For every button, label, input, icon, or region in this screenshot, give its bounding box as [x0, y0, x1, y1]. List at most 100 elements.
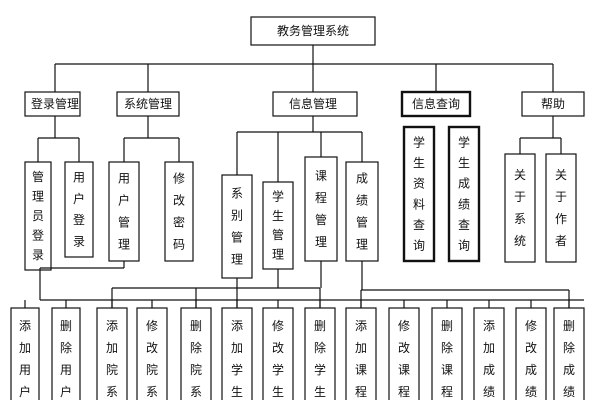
node-student-score-query-char: 查: [458, 218, 470, 232]
node-score-action-1-char: 改: [525, 341, 537, 355]
module-login-management: [24, 91, 81, 117]
node-student-action-2-char: 除: [314, 340, 326, 355]
node-about-author-char: 作: [555, 212, 567, 226]
node-student-management-char: 管: [272, 227, 284, 242]
node-score-action-1: [515, 307, 547, 400]
module-information-management-label: 信息管理: [289, 96, 337, 111]
node-department-management-char: 理: [231, 253, 243, 267]
node-department-management: [221, 174, 253, 279]
node-user-login-char: 用: [73, 171, 85, 185]
node-student-action-0-char: 学: [231, 362, 243, 377]
node-change-password: [164, 161, 194, 262]
node-user-action-1: [51, 307, 81, 400]
node-user-management: [108, 161, 140, 262]
node-user-management-char: 用: [118, 172, 130, 186]
node-course-action-1-char: 改: [398, 341, 410, 355]
node-student-action-1: [262, 307, 294, 400]
node-student-action-2-char: 生: [314, 385, 326, 399]
node-department-action-2: [180, 307, 212, 400]
node-student-management: [262, 181, 294, 270]
node-admin-login-char: 录: [32, 248, 44, 262]
node-student-info-query-char: 生: [413, 156, 425, 170]
node-user-action-1-char: 删: [60, 319, 72, 333]
module-system-management: [116, 91, 180, 117]
node-course-action-2-char: 除: [441, 340, 453, 355]
node-score-action-0-char: 添: [483, 319, 495, 333]
node-course-action-0-char: 程: [355, 384, 367, 399]
module-information-query-label: 信息查询: [412, 96, 460, 111]
node-admin-login-char: 登: [32, 228, 44, 243]
node-course-management: [304, 156, 338, 262]
node-student-management-char: 生: [272, 209, 284, 223]
node-department-action-0-char: 院: [106, 363, 118, 377]
node-admin-login-char: 员: [32, 209, 44, 223]
node-student-info-query-char: 资: [413, 177, 425, 191]
node-student-score-query: [447, 125, 481, 263]
node-score-action-2: [553, 307, 585, 400]
node-user-login-char: 录: [73, 234, 85, 248]
node-user-action-1-char: 除: [60, 340, 72, 355]
node-about-author-char: 者: [555, 234, 567, 248]
node-student-score-query-char: 询: [458, 239, 470, 253]
node-score-action-2-char: 绩: [563, 385, 575, 399]
node-change-password-char: 改: [173, 194, 185, 208]
node-department-action-2-char: 删: [190, 319, 202, 333]
node-admin-login-char: 理: [32, 189, 44, 203]
node-about-system-char: 关: [514, 168, 526, 182]
node-department-management-char: 管: [231, 230, 243, 245]
module-system-management-label: 系统管理: [124, 96, 172, 111]
node-score-action-2-char: 除: [563, 340, 575, 355]
node-about-author: [545, 153, 577, 263]
node-student-info-query-char: 学: [413, 134, 425, 149]
node-change-password-char: 修: [173, 171, 185, 186]
node-student-info-query-char: 询: [413, 239, 425, 253]
node-course-action-1-char: 程: [398, 384, 410, 399]
module-login-management-label: 登录管理: [31, 96, 79, 111]
node-score-action-2-char: 成: [563, 363, 575, 377]
node-score-action-1-char: 绩: [525, 385, 537, 399]
node-course-action-2-char: 课: [441, 363, 453, 377]
node-change-password-char: 密: [173, 215, 185, 230]
node-admin-login-char: 管: [32, 169, 44, 184]
node-student-action-2-char: 删: [314, 319, 326, 333]
node-student-info-query: [402, 125, 436, 263]
node-student-score-query-char: 成: [458, 177, 470, 191]
node-score-management-char: 管: [356, 215, 368, 230]
node-course-management-char: 理: [315, 235, 327, 249]
node-student-action-0-char: 添: [231, 319, 243, 333]
module-help: [521, 91, 585, 117]
node-user-action-0-char: 户: [19, 384, 31, 399]
node-user-action-0-char: 加: [19, 341, 31, 355]
node-admin-login: [24, 161, 52, 271]
node-user-management-char: 户: [118, 193, 130, 208]
node-student-action-2-char: 学: [314, 362, 326, 377]
node-student-info-query-char: 料: [413, 197, 425, 211]
node-user-login-char: 户: [73, 191, 85, 206]
node-course-action-1-char: 修: [398, 318, 410, 333]
node-about-system: [504, 153, 536, 263]
node-user-management-char: 管: [118, 215, 130, 230]
node-department-management-char: 系: [231, 187, 243, 201]
node-department-action-0-char: 加: [106, 341, 118, 355]
node-score-action-1-char: 修: [525, 318, 537, 333]
node-about-system-char: 系: [514, 212, 526, 226]
node-department-action-1: [136, 307, 168, 400]
node-course-action-0-char: 加: [355, 341, 367, 355]
node-department-action-1-char: 修: [146, 318, 158, 333]
node-student-action-0-char: 生: [231, 385, 243, 399]
node-student-management-char: 学: [272, 189, 284, 204]
node-about-author-char: 于: [555, 190, 567, 204]
node-score-action-2-char: 删: [563, 319, 575, 333]
module-information-query: [400, 90, 472, 118]
node-student-score-query-char: 学: [458, 134, 470, 149]
node-course-action-0: [345, 307, 377, 400]
node-student-action-1-char: 生: [272, 385, 284, 399]
module-help-label: 帮助: [541, 97, 565, 111]
node-user-action-1-char: 用: [60, 363, 72, 377]
node-student-action-2: [304, 307, 336, 400]
node-user-login: [64, 161, 94, 258]
node-student-action-1-char: 学: [272, 362, 284, 377]
node-user-management-char: 理: [118, 238, 130, 252]
node-department-action-1-char: 改: [146, 341, 158, 355]
